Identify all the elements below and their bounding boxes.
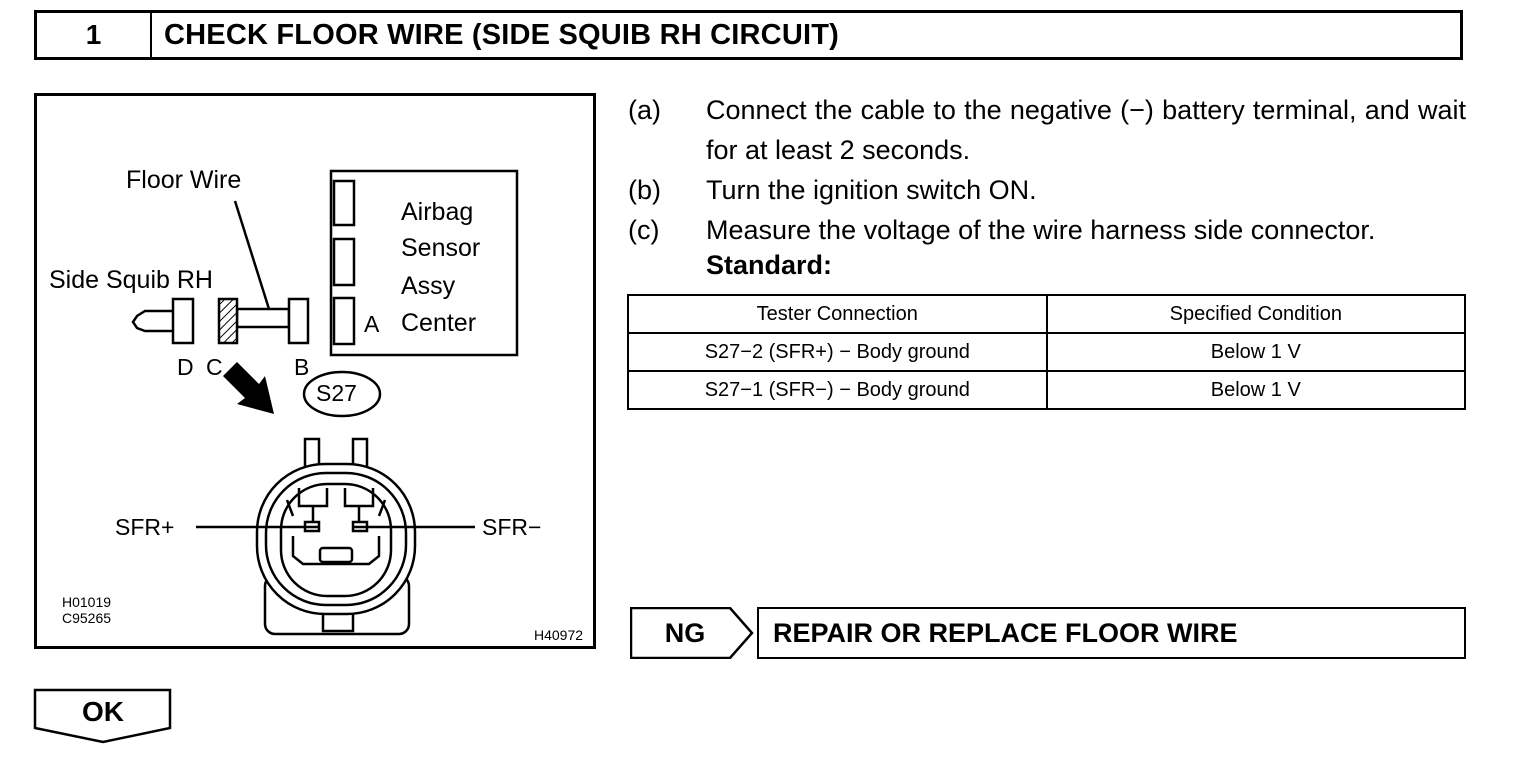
airbag-label-4: Center — [401, 309, 477, 337]
wiring-diagram-drawing — [131, 169, 519, 636]
floor-wire-body — [235, 307, 291, 329]
step-title: CHECK FLOOR WIRE (SIDE SQUIB RH CIRCUIT) — [164, 18, 839, 51]
ref-code-1: H01019 — [62, 594, 112, 610]
table-cell: Below 1 V — [1045, 370, 1467, 410]
sensor-connector-slot-1 — [332, 179, 356, 227]
connector-id-label: S27 — [316, 380, 357, 406]
side-squib-label: Side Squib RH — [49, 266, 213, 294]
step-text: Turn the ignition switch ON. — [706, 175, 1037, 205]
table-cell: S27−1 (SFR−) − Body ground — [627, 370, 1048, 410]
ng-label: NG — [664, 617, 706, 648]
table-row: S27−1 (SFR−) − Body ground Below 1 V — [627, 370, 1467, 410]
ng-branch: NG — [630, 607, 754, 659]
step-header: 1 CHECK FLOOR WIRE (SIDE SQUIB RH CIRCUI… — [34, 10, 1463, 60]
table-cell: Below 1 V — [1045, 332, 1467, 372]
ref-code-3: H40972 — [534, 627, 584, 643]
connector-d — [171, 297, 195, 345]
wiring-diagram: Floor Wire Side Squib RH Airbag Sensor A… — [34, 93, 596, 649]
airbag-label-3: Assy — [401, 272, 456, 300]
side-squib-lead — [131, 309, 173, 333]
connector-a-label: A — [364, 311, 380, 337]
connector-b-label: B — [294, 354, 310, 380]
step-text: Measure the voltage of the wire harness … — [706, 215, 1376, 245]
spec-table: Tester Connection Specified Condition S2… — [627, 294, 1467, 410]
s27-ellipse — [302, 370, 382, 418]
table-row: S27−2 (SFR+) − Body ground Below 1 V — [627, 332, 1467, 372]
floor-wire-label: Floor Wire — [126, 166, 242, 194]
step-marker: (b) — [628, 175, 661, 205]
step-marker: (a) — [628, 95, 661, 125]
connector-d-label: D — [177, 354, 194, 380]
table-header: Specified Condition — [1045, 294, 1467, 334]
table-cell: S27−2 (SFR+) − Body ground — [627, 332, 1048, 372]
sfr-minus-label: SFR− — [482, 514, 542, 540]
sfr-plus-label: SFR+ — [115, 514, 175, 540]
sensor-connector-a — [332, 296, 356, 346]
standard-label: Standard: — [706, 250, 833, 280]
table-header-row: Tester Connection Specified Condition — [627, 294, 1467, 334]
ok-label: OK — [82, 696, 124, 727]
arrow-icon — [223, 362, 274, 414]
ok-branch: OK — [33, 688, 173, 744]
step-number: 1 — [37, 13, 152, 57]
floor-wire-leader — [233, 200, 271, 310]
connector-c — [217, 297, 239, 345]
ng-action: REPAIR OR REPLACE FLOOR WIRE — [757, 607, 1466, 659]
connector-b — [287, 297, 310, 345]
ok-arrow-shape — [33, 688, 172, 744]
airbag-sensor-box — [329, 169, 519, 357]
airbag-label-2: Sensor — [401, 234, 481, 262]
step-item: (a) Connect the cable to the negative (−… — [628, 90, 1466, 170]
procedure-steps: (a) Connect the cable to the negative (−… — [628, 90, 1466, 250]
step-text: Connect the cable to the negative (−) ba… — [706, 95, 1466, 165]
ng-arrow-shape — [630, 607, 754, 659]
step-item: (b) Turn the ignition switch ON. — [628, 170, 1466, 210]
connector-face — [255, 437, 417, 636]
step-marker: (c) — [628, 215, 660, 245]
ref-code-2: C95265 — [62, 610, 112, 626]
table-header: Tester Connection — [627, 294, 1048, 334]
connector-c-label: C — [206, 354, 223, 380]
sensor-connector-slot-2 — [332, 237, 356, 287]
step-item: (c) Measure the voltage of the wire harn… — [628, 210, 1466, 250]
airbag-label-1: Airbag — [401, 198, 474, 226]
